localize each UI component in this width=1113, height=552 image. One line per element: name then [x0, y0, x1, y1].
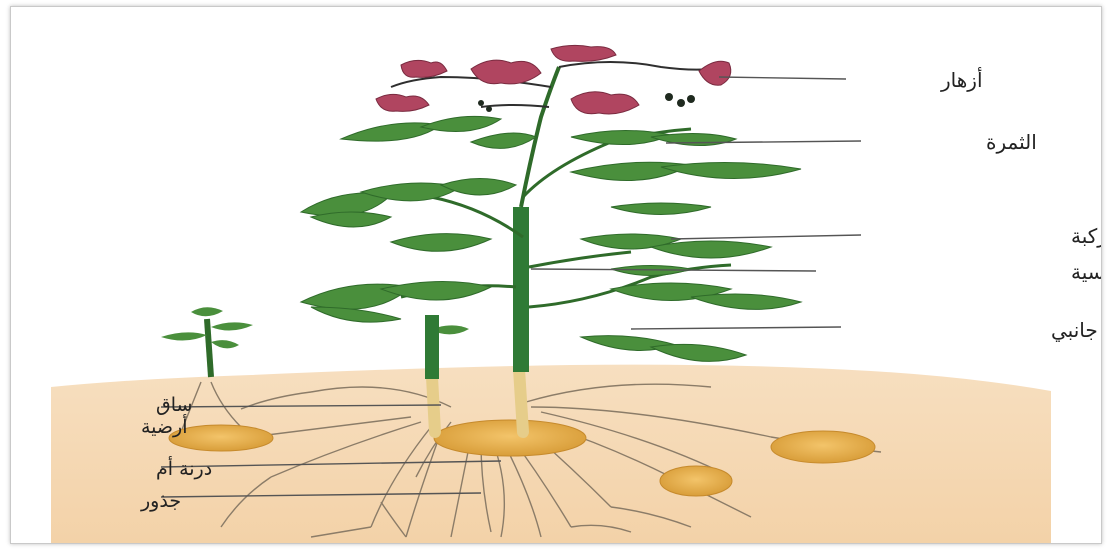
label-mother-tuber: درنة أم [156, 456, 212, 480]
label-main-stems: سيقان رئيسية [1071, 260, 1101, 284]
potato-plant-diagram: أزهار الثمرة ورقة مركبة سيقان رئيسية ساق… [11, 7, 1101, 543]
leaves [301, 116, 801, 361]
soil [51, 365, 1051, 543]
label-fruit: الثمرة [986, 130, 1037, 154]
label-flowers: أزهار [940, 67, 983, 92]
label-roots: جذور [140, 490, 181, 512]
mother-tuber [434, 420, 586, 456]
label-underground-stem-1: ساق [156, 394, 192, 416]
left-sprout [161, 307, 253, 377]
right-tuber [771, 431, 875, 463]
main-stem [391, 62, 731, 372]
label-compound-leaf: ورقة مركبة [1071, 224, 1101, 248]
bottom-tuber [660, 466, 732, 496]
label-side-stem: ساق جانبي [1051, 318, 1101, 343]
label-underground-stem-2: أرضية [141, 414, 188, 438]
diagram-frame: أزهار الثمرة ورقة مركبة سيقان رئيسية ساق… [10, 6, 1102, 544]
